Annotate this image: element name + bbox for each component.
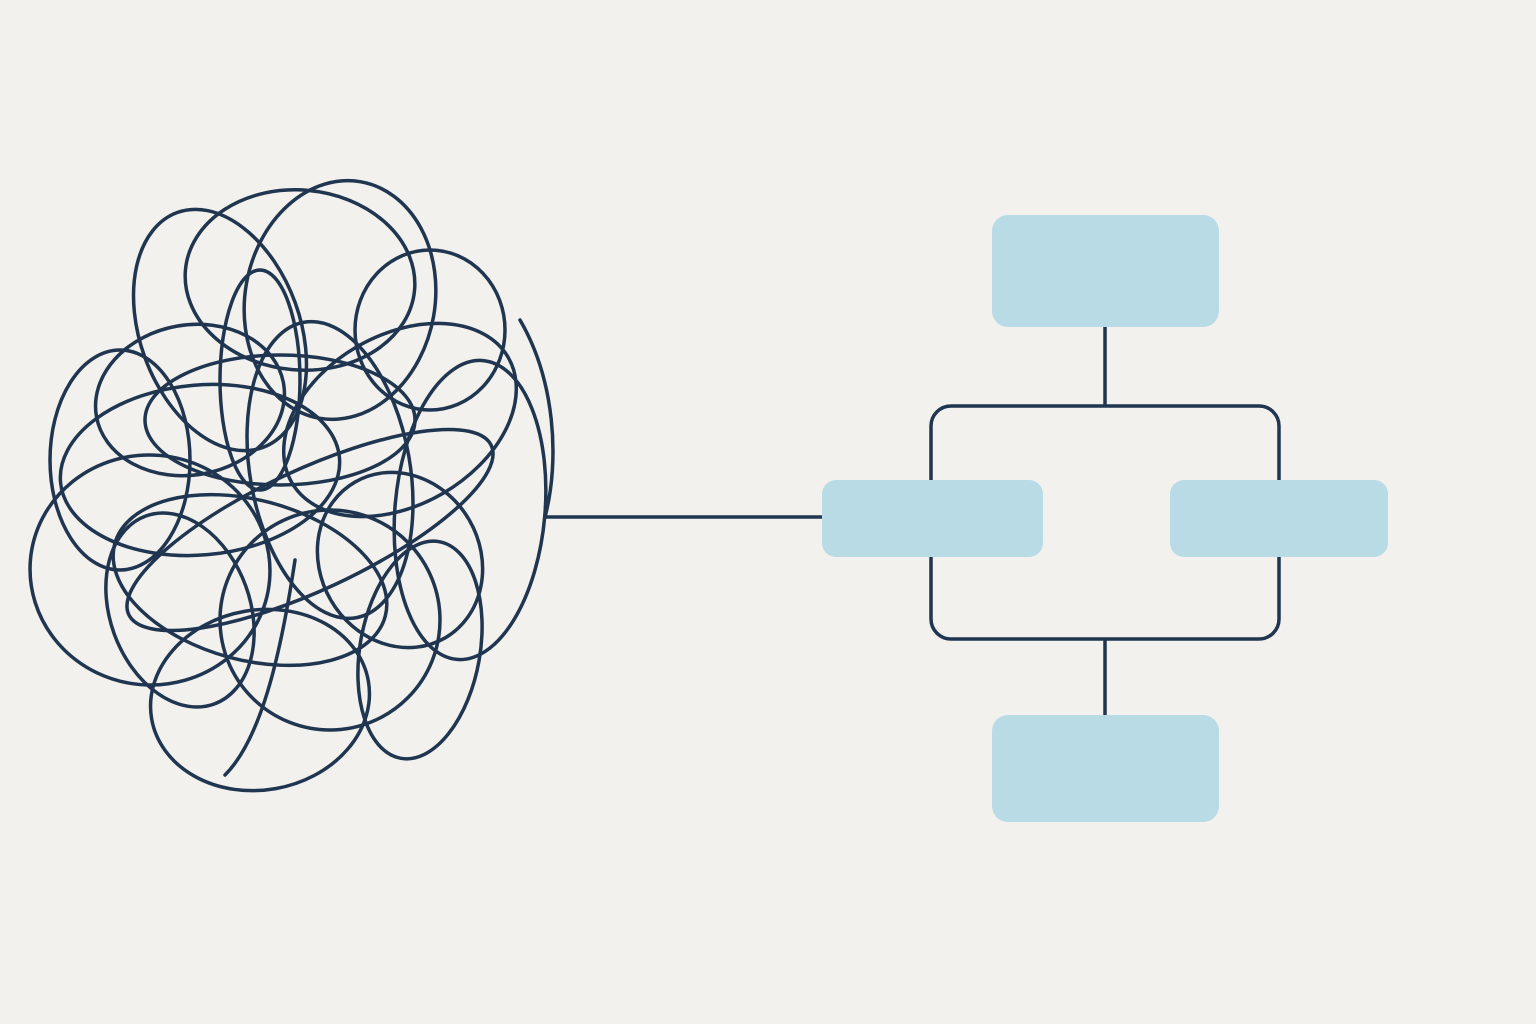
scribble-loop	[58, 382, 342, 558]
scribble-strand	[223, 318, 555, 777]
scribble-loop	[245, 319, 415, 621]
scribble-loop	[218, 508, 442, 732]
node-bottom	[992, 715, 1219, 822]
node-right	[1170, 480, 1388, 557]
scribble-loop	[131, 207, 309, 453]
scribble-loop	[125, 427, 495, 633]
scribble-loop	[148, 607, 372, 793]
scribble-loop	[28, 453, 272, 687]
scribble-loop	[48, 348, 192, 572]
node-left	[822, 480, 1043, 557]
scribble-loop	[356, 539, 484, 761]
scribble-loop	[183, 188, 417, 372]
scribble-loop	[315, 470, 485, 650]
tangled-scribble	[28, 178, 555, 793]
scribble-loop	[218, 268, 302, 492]
scribble-loop	[104, 511, 256, 709]
scribble-loop	[353, 248, 507, 412]
scribble-loop	[242, 178, 438, 422]
node-top	[992, 215, 1219, 327]
